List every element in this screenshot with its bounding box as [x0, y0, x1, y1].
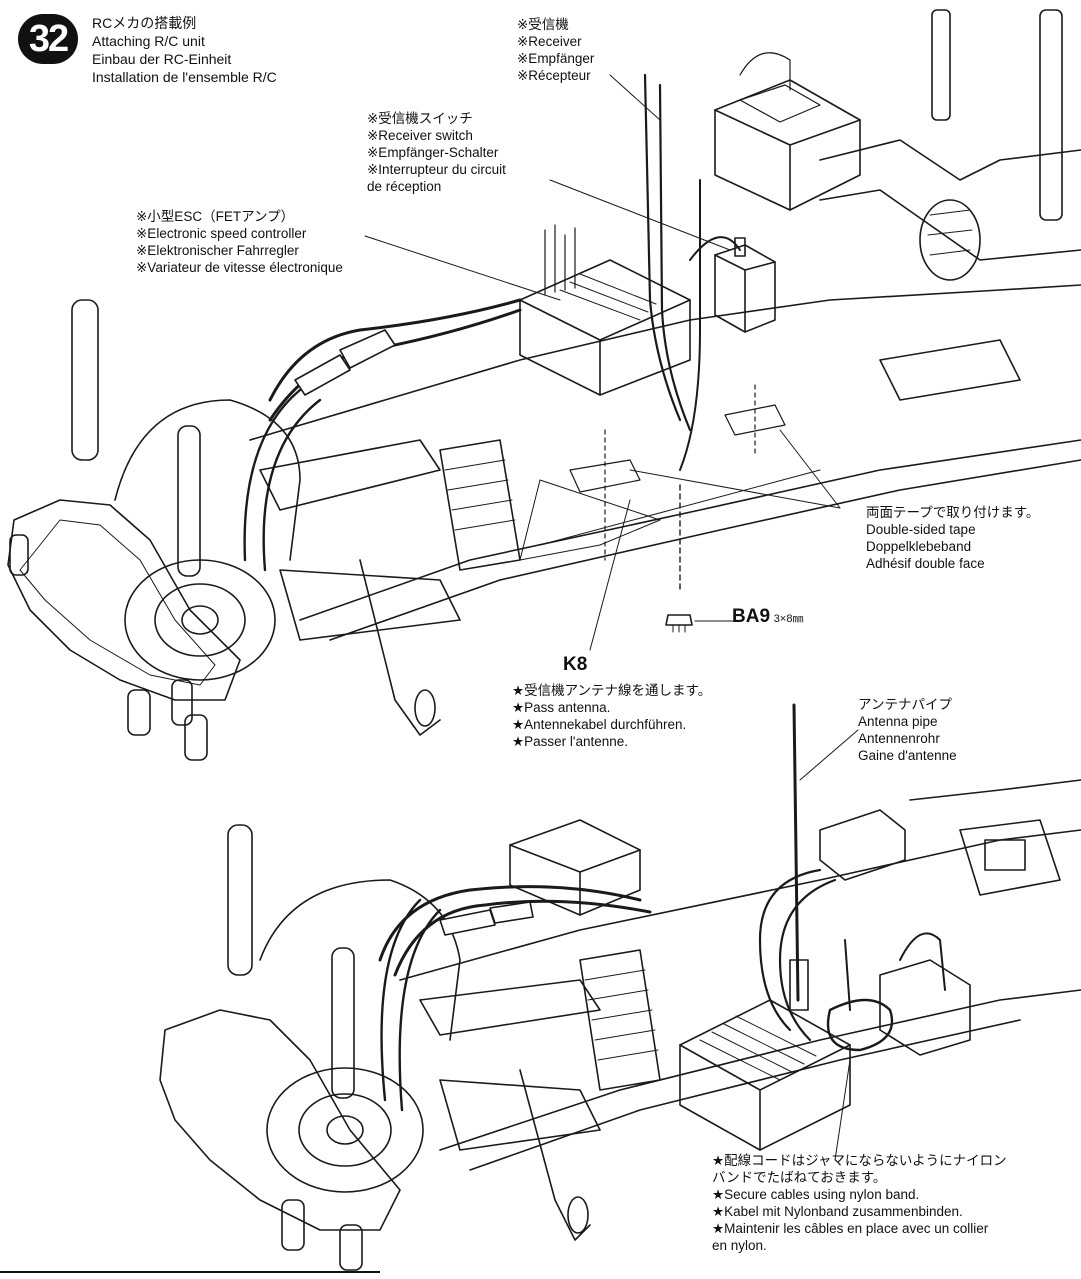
cables-note-ja-1: ★配線コードはジャマにならないようにナイロン: [712, 1153, 1007, 1168]
step-title-ja: RCメカの搭載例: [92, 15, 197, 31]
switch-label-en: ※Receiver switch: [367, 128, 473, 143]
bottom-leader-lines: [799, 729, 859, 1161]
receiver-callout: ※受信機 ※Receiver ※Empfänger ※Récepteur: [517, 16, 594, 84]
tape-label-fr: Adhésif double face: [866, 556, 985, 571]
switch-label-fr-1: ※Interrupteur du circuit: [367, 162, 506, 177]
cables-note-fr-1: ★Maintenir les câbles en place avec un c…: [712, 1221, 989, 1236]
screw-callout: BA9 3×8㎜: [732, 606, 804, 628]
receiver-label-ja: ※受信機: [517, 17, 569, 32]
page-bottom-rule: [0, 1271, 380, 1273]
cables-note-en: ★Secure cables using nylon band.: [712, 1187, 920, 1202]
antenna-pipe-en: Antenna pipe: [858, 714, 938, 729]
esc-label-de: ※Elektronischer Fahrregler: [136, 243, 299, 258]
tape-label-de: Doppelklebeband: [866, 539, 972, 554]
cables-note-de: ★Kabel mit Nylonband zusammenbinden.: [712, 1204, 963, 1219]
tape-label-en: Double-sided tape: [866, 522, 976, 537]
step-title-de: Einbau der RC-Einheit: [92, 51, 232, 67]
bottom-chassis-drawing: [159, 679, 1081, 1271]
antenna-pipe-callout: アンテナパイプ Antenna pipe Antennenrohr Gaine …: [858, 696, 957, 764]
step-title-en: Attaching R/C unit: [92, 33, 205, 49]
esc-label-en: ※Electronic speed controller: [136, 226, 307, 241]
switch-label-ja: ※受信機スイッチ: [367, 111, 473, 126]
antenna-note-en: ★Pass antenna.: [512, 700, 611, 715]
receiver-switch-callout: ※受信機スイッチ ※Receiver switch ※Empfänger-Sch…: [367, 110, 506, 195]
screw-part-size: 3×8㎜: [773, 613, 804, 625]
cables-note: ★配線コードはジャマにならないようにナイロン バンドでたばねておきます。 ★Se…: [712, 1152, 1007, 1254]
antenna-note-de: ★Antennekabel durchführen.: [512, 717, 687, 732]
antenna-pipe-fr: Gaine d'antenne: [858, 748, 957, 763]
antenna-pipe-ja: アンテナパイプ: [858, 697, 952, 712]
screw-part-code: BA9: [732, 606, 771, 627]
step-title: RCメカの搭載例 Attaching R/C unit Einbau der R…: [92, 14, 277, 86]
receiver-label-de: ※Empfänger: [517, 51, 595, 66]
tape-callout: 両面テープで取り付けます。 Double-sided tape Doppelkl…: [866, 504, 1039, 572]
step-title-fr: Installation de l'ensemble R/C: [92, 69, 277, 85]
antenna-note: ★受信機アンテナ線を通します。 ★Pass antenna. ★Antennek…: [512, 682, 711, 750]
antenna-part-code-label: K8: [563, 654, 588, 675]
antenna-note-ja: ★受信機アンテナ線を通します。: [512, 683, 712, 698]
top-chassis-drawing: [7, 9, 1081, 761]
antenna-part-code: K8: [563, 654, 588, 675]
switch-label-de: ※Empfänger-Schalter: [367, 145, 499, 160]
cables-note-ja-2: バンドでたばねておきます。: [712, 1170, 887, 1185]
tape-label-ja: 両面テープで取り付けます。: [866, 505, 1040, 520]
receiver-label-fr: ※Récepteur: [517, 68, 591, 83]
esc-callout: ※小型ESC（FETアンプ） ※Electronic speed control…: [136, 208, 343, 276]
esc-label-ja: ※小型ESC（FETアンプ）: [136, 209, 295, 224]
antenna-pipe-de: Antennenrohr: [858, 731, 940, 746]
antenna-note-fr: ★Passer l'antenne.: [512, 734, 628, 749]
cables-note-fr-2: en nylon.: [712, 1238, 767, 1253]
top-leader-lines: [364, 74, 841, 651]
step-number-badge: 32: [18, 14, 78, 64]
switch-label-fr-2: de réception: [367, 179, 442, 194]
esc-label-fr: ※Variateur de vitesse électronique: [136, 260, 343, 275]
receiver-label-en: ※Receiver: [517, 34, 582, 49]
